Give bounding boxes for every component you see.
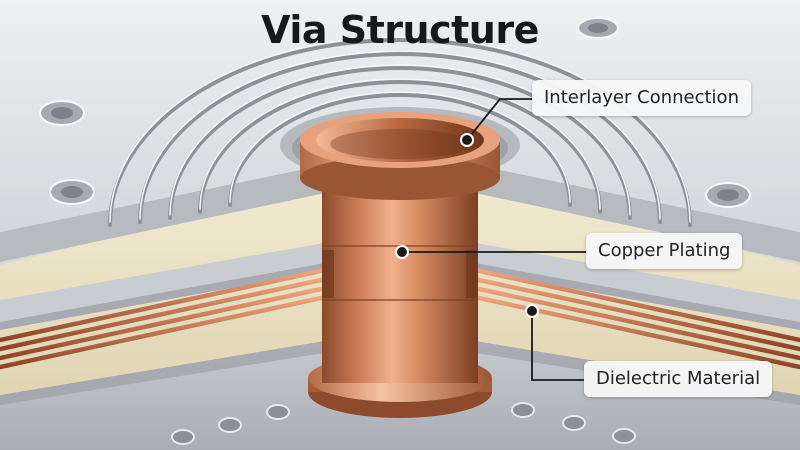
leader-lines — [402, 98, 586, 381]
leader-interlayer — [466, 98, 532, 141]
label-dielectric-material: Dielectric Material — [584, 361, 773, 397]
marker-copper — [395, 245, 409, 259]
copper-traces-right — [462, 265, 800, 370]
leader-dielectric — [531, 311, 584, 381]
concentric-rings — [108, 36, 692, 227]
via-barrel — [322, 175, 478, 383]
copper-traces-left — [0, 265, 338, 370]
top-plate-holes — [39, 17, 751, 208]
bottom-plate-holes — [171, 402, 636, 445]
label-interlayer-connection: Interlayer Connection — [532, 80, 751, 116]
marker-dielectric — [525, 304, 539, 318]
via-hole — [316, 118, 484, 162]
diagram-title: Via Structure — [261, 8, 539, 52]
marker-interlayer — [460, 133, 474, 147]
label-copper-plating: Copper Plating — [586, 233, 743, 269]
